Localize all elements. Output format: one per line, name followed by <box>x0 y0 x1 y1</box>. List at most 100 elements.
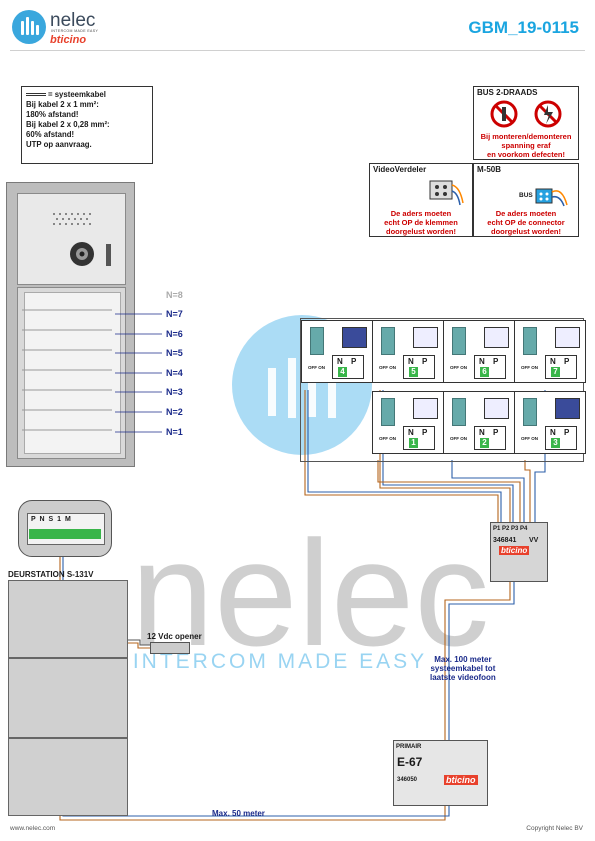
off-on-switch: OFF ON <box>379 436 396 441</box>
terminal-icon <box>523 327 537 355</box>
n-label-small: N <box>337 357 343 366</box>
m50b-title: M-50B <box>477 165 502 174</box>
max100-line: laatste videofoon <box>430 673 496 682</box>
terminal-strip-icon <box>29 529 101 539</box>
n-label-small: N <box>408 357 414 366</box>
n-label-small: N <box>550 428 556 437</box>
camera-module <box>17 193 126 285</box>
max100-note: Max. 100 meter systeemkabel tot laatste … <box>430 655 496 682</box>
bus-warning-line: spanning eraf <box>501 141 551 150</box>
p-label-small: P <box>422 357 428 366</box>
n-label: N=1 <box>166 427 183 437</box>
document-number: GBM_19-0115 <box>468 18 579 37</box>
monitor-screen-icon <box>342 327 367 348</box>
videoverdeler-title: VideoVerdeler <box>373 165 427 174</box>
monitor-screen-icon <box>484 398 509 419</box>
n-label: N=2 <box>166 407 183 417</box>
n-label: N=6 <box>166 329 183 339</box>
monitor-screen-icon <box>413 398 438 419</box>
monitor-number: 5 <box>409 367 418 377</box>
videoverdeler-line: echt OP de klemmen <box>384 218 458 227</box>
no-tools-icon <box>490 100 518 128</box>
video-distributor: P1 P2 P3 P4 346841 VV bticino <box>490 522 548 582</box>
n-label-small: N <box>408 428 414 437</box>
off-on-switch: OFF ON <box>521 365 538 370</box>
monitor-screen-icon <box>555 327 580 348</box>
distributor-model: 346841 <box>493 537 517 544</box>
monitor-screen-icon <box>555 398 580 419</box>
terminal-block-icon <box>429 180 464 206</box>
cable-note-line: 180% afstand! <box>26 110 79 119</box>
terminal-icon <box>452 327 466 355</box>
bus-warning-title: BUS 2-DRAADS <box>477 88 538 97</box>
p-label-small: P <box>422 428 428 437</box>
n-label-small: N <box>479 428 485 437</box>
door-module-1 <box>8 580 128 658</box>
n-label: N=3 <box>166 387 183 397</box>
cable-note-line: Bij kabel 2 x 1 mm²: <box>26 100 99 109</box>
max50-note: Max. 50 meter <box>212 809 265 818</box>
cable-line-icon <box>26 93 46 97</box>
n-label-small: N <box>550 357 556 366</box>
door-module-2 <box>8 658 128 738</box>
terminal-icon <box>381 398 395 426</box>
primary-brand: bticino <box>444 775 478 785</box>
port-label: P2 <box>502 526 510 532</box>
monitor-number: 2 <box>480 438 489 448</box>
deurstation-title: DEURSTATION S-131V <box>8 570 94 579</box>
videoverdeler-line: De aders moeten <box>390 209 452 218</box>
monitor-number: 6 <box>480 367 489 377</box>
off-on-switch: OFF ON <box>308 365 325 370</box>
monitor-screen-icon <box>413 327 438 348</box>
footer-copyright: Copyright Nelec BV <box>526 825 583 832</box>
primary-part: 346050 <box>397 777 418 783</box>
n-label: N=8 <box>166 290 183 300</box>
bus-warning: BUS 2-DRAADS Bij monteren/demonteren spa… <box>473 86 579 160</box>
n-label: N=5 <box>166 348 183 358</box>
brand-sub: bticino <box>50 34 87 46</box>
terminal-icon <box>452 398 466 426</box>
m50b-note: M-50B BUS De aders moeten echt OP de con… <box>473 163 579 237</box>
brand-logo: nelec INTERCOM MADE EASY bticino <box>12 10 152 48</box>
m50b-bus-label: BUS <box>519 192 533 199</box>
cable-note-line: = systeemkabel <box>48 90 106 99</box>
door-opener-icon <box>150 642 190 654</box>
header-divider <box>10 50 585 51</box>
door-module-3 <box>8 738 128 816</box>
terminal-icon <box>310 327 324 355</box>
cable-note-line: Bij kabel 2 x 0,28 mm²: <box>26 120 110 129</box>
connector-icon <box>535 188 568 207</box>
cable-note-line: UTP op aanvraag. <box>26 140 92 149</box>
terminal-labels: P N S 1 M <box>31 516 72 523</box>
port-label: P3 <box>511 526 519 532</box>
monitor-number: 1 <box>409 438 418 448</box>
p-label-small: P <box>564 428 570 437</box>
off-on-switch: OFF ON <box>450 365 467 370</box>
m50b-line: De aders moeten <box>495 209 557 218</box>
monitor-number: 7 <box>551 367 560 377</box>
monitor-screen-icon <box>484 327 509 348</box>
m50b-line: echt OP de connector <box>487 218 565 227</box>
footer-website: www.nelec.com <box>10 825 56 832</box>
watermark-word: nelec <box>131 509 490 677</box>
p-label-small: P <box>493 357 499 366</box>
distributor-vv: VV <box>529 537 539 544</box>
monitor-number: 4 <box>338 367 347 377</box>
p-label-small: P <box>493 428 499 437</box>
max100-line: Max. 100 meter <box>434 655 492 664</box>
port-label: P4 <box>520 526 528 532</box>
max100-line: systeemkabel tot <box>430 664 496 673</box>
primary-label: PRIMAIR <box>396 744 422 750</box>
port-label: P1 <box>493 526 501 532</box>
cable-note: = systeemkabel Bij kabel 2 x 1 mm²: 180%… <box>21 86 153 164</box>
watermark-tagline: INTERCOM MADE EASY <box>133 650 427 673</box>
bus-warning-line: en voorkom defecten! <box>487 150 565 159</box>
